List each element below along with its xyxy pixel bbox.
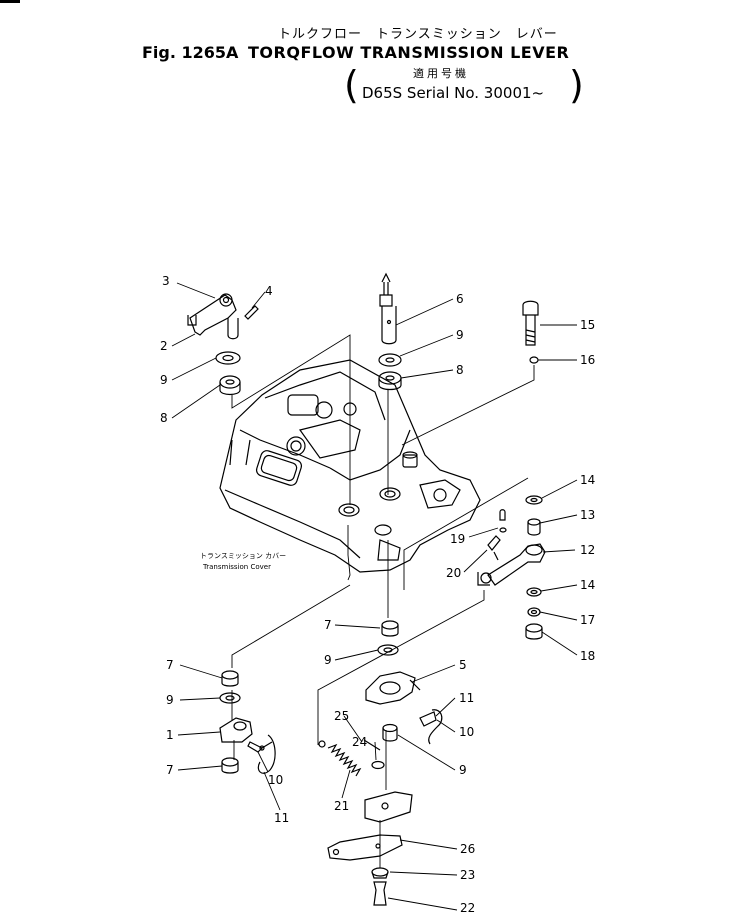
japanese-title: トルクフロー トランスミッション レバー xyxy=(278,27,558,42)
callout-19: 19 xyxy=(450,532,465,546)
callout-9: 9 xyxy=(166,693,174,707)
washer-9-left xyxy=(219,692,241,704)
pin-25 xyxy=(363,739,381,751)
callout-1: 1 xyxy=(166,728,174,742)
callout-10: 10 xyxy=(268,773,283,787)
callout-8: 8 xyxy=(456,363,464,377)
paren-close: ) xyxy=(569,63,584,107)
shaft-6 xyxy=(379,272,397,345)
washer-9-upper-left xyxy=(215,351,241,365)
callout-23: 23 xyxy=(460,868,475,882)
figure-number: Fig. 1265A xyxy=(142,43,239,62)
callout-9: 9 xyxy=(324,653,332,667)
washer-17 xyxy=(527,607,541,617)
spring-21 xyxy=(318,740,362,777)
callout-5: 5 xyxy=(459,658,467,672)
callout-9: 9 xyxy=(459,763,467,777)
callout-6: 6 xyxy=(456,292,464,306)
bushing-7-left-lower xyxy=(221,757,239,774)
bearing-8-center xyxy=(378,371,402,391)
washer-9-center-lower xyxy=(377,644,399,656)
callout-8: 8 xyxy=(160,411,168,425)
bearing-8-upper-left xyxy=(219,375,241,396)
callout-25: 25 xyxy=(334,709,349,723)
callout-12: 12 xyxy=(580,543,595,557)
lever-12 xyxy=(477,543,546,586)
callout-14: 14 xyxy=(580,578,595,592)
callout-7: 7 xyxy=(324,618,332,632)
assembly-lines xyxy=(231,334,535,868)
callout-11: 11 xyxy=(459,691,474,705)
plate-26 xyxy=(327,834,403,861)
link-20 xyxy=(487,535,501,561)
lever-5 xyxy=(365,671,421,705)
bolt-15 xyxy=(522,300,539,346)
lever-2 xyxy=(187,293,259,340)
callout-16: 16 xyxy=(580,353,595,367)
paren-open: ( xyxy=(344,63,359,107)
callout-18: 18 xyxy=(580,649,595,663)
callout-11: 11 xyxy=(274,811,289,825)
callout-9: 9 xyxy=(160,373,168,387)
cover-label-english: Transmission Cover xyxy=(202,563,271,571)
callout-9: 9 xyxy=(456,328,464,342)
wire-11-left xyxy=(257,734,276,774)
english-title: TORQFLOW TRANSMISSION LEVER xyxy=(248,43,570,62)
bushing-9-right xyxy=(382,723,398,742)
bolt-10-left xyxy=(247,741,273,753)
callout-7: 7 xyxy=(166,763,174,777)
callout-22: 22 xyxy=(460,901,475,914)
corner-mark xyxy=(0,0,20,3)
washer-16 xyxy=(529,356,539,364)
serial-range: D65S Serial No. 30001~ xyxy=(362,84,545,102)
transmission-cover xyxy=(219,359,481,573)
callout-20: 20 xyxy=(446,566,461,580)
callout-2: 2 xyxy=(160,339,168,353)
bushing-13 xyxy=(527,518,541,536)
bolt-22 xyxy=(373,881,387,906)
callout-13: 13 xyxy=(580,508,595,522)
callout-26: 26 xyxy=(460,842,475,856)
callout-17: 17 xyxy=(580,613,595,627)
washer-14-lower xyxy=(526,587,542,597)
callout-4: 4 xyxy=(265,284,273,298)
callout-10: 10 xyxy=(459,725,474,739)
callout-14: 14 xyxy=(580,473,595,487)
bolt-10-right xyxy=(419,709,443,745)
cover-label-japanese: トランスミッション カバー xyxy=(200,552,286,560)
callout-15: 15 xyxy=(580,318,595,332)
callout-3: 3 xyxy=(162,274,170,288)
callout-24: 24 xyxy=(352,735,367,749)
lever-1 xyxy=(219,717,253,743)
callout-7: 7 xyxy=(166,658,174,672)
washer-24 xyxy=(371,760,385,770)
bracket-lever-lower xyxy=(364,791,413,823)
applicability-japanese: 適用号機 xyxy=(413,67,469,80)
bushing-7-left xyxy=(221,670,239,687)
callout-21: 21 xyxy=(334,799,349,813)
washer-9-center xyxy=(378,353,402,367)
bushing-7-center xyxy=(381,620,399,637)
washer-23 xyxy=(371,867,389,879)
washer-14-upper xyxy=(525,495,543,505)
nut-18 xyxy=(525,623,543,640)
callout-numbers: 3 4 2 9 8 6 9 8 15 16 14 13 19 12 20 14 … xyxy=(160,274,595,914)
pin-19 xyxy=(499,509,507,533)
leader-lines xyxy=(171,282,578,911)
